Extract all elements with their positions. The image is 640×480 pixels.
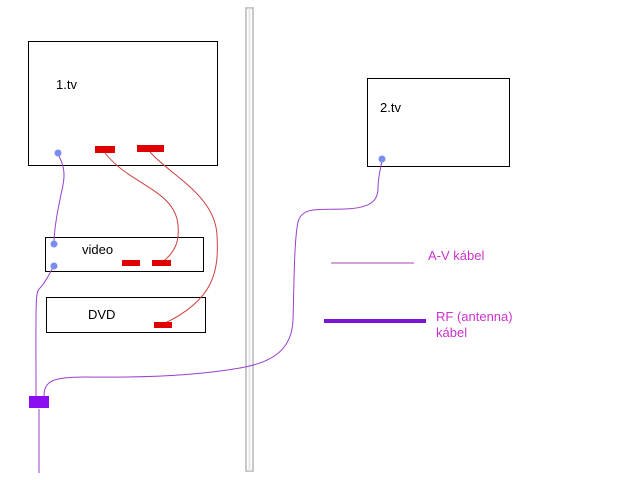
rf-cable-tv1-video <box>53 153 65 245</box>
av-cable-tv1-video <box>104 152 179 264</box>
legend-rf-label-line2: kábel <box>436 325 468 340</box>
rf-cable-splitter-tv2 <box>43 159 383 397</box>
tv1-label: 1.tv <box>56 77 77 92</box>
tv2-label: 2.tv <box>380 100 401 115</box>
video-rf-out-connector <box>50 262 58 270</box>
legend-av-label: A-V kábel <box>428 248 485 263</box>
legend-rf-label-line1: RF (antenna) <box>436 309 513 324</box>
tv2-box <box>367 78 510 167</box>
video-label: video <box>82 242 114 257</box>
dvd-av-connector <box>154 322 172 328</box>
av-cable-tv1-dvd <box>149 151 218 325</box>
video-rf-in-connector <box>50 240 58 248</box>
dvd-box <box>46 297 206 333</box>
video-box <box>45 237 204 272</box>
tv1-av-connector-1 <box>95 146 115 153</box>
rf-splitter <box>29 396 49 408</box>
tv1-box <box>28 41 218 166</box>
tv2-rf-connector <box>378 155 386 163</box>
rf-cable-video-splitter <box>35 265 55 397</box>
dvd-label: DVD <box>88 307 116 322</box>
video-av-connector-1 <box>122 260 140 266</box>
tv1-av-connector-2 <box>137 145 164 152</box>
tv1-rf-connector <box>54 149 62 157</box>
video-av-connector-2 <box>152 260 171 266</box>
